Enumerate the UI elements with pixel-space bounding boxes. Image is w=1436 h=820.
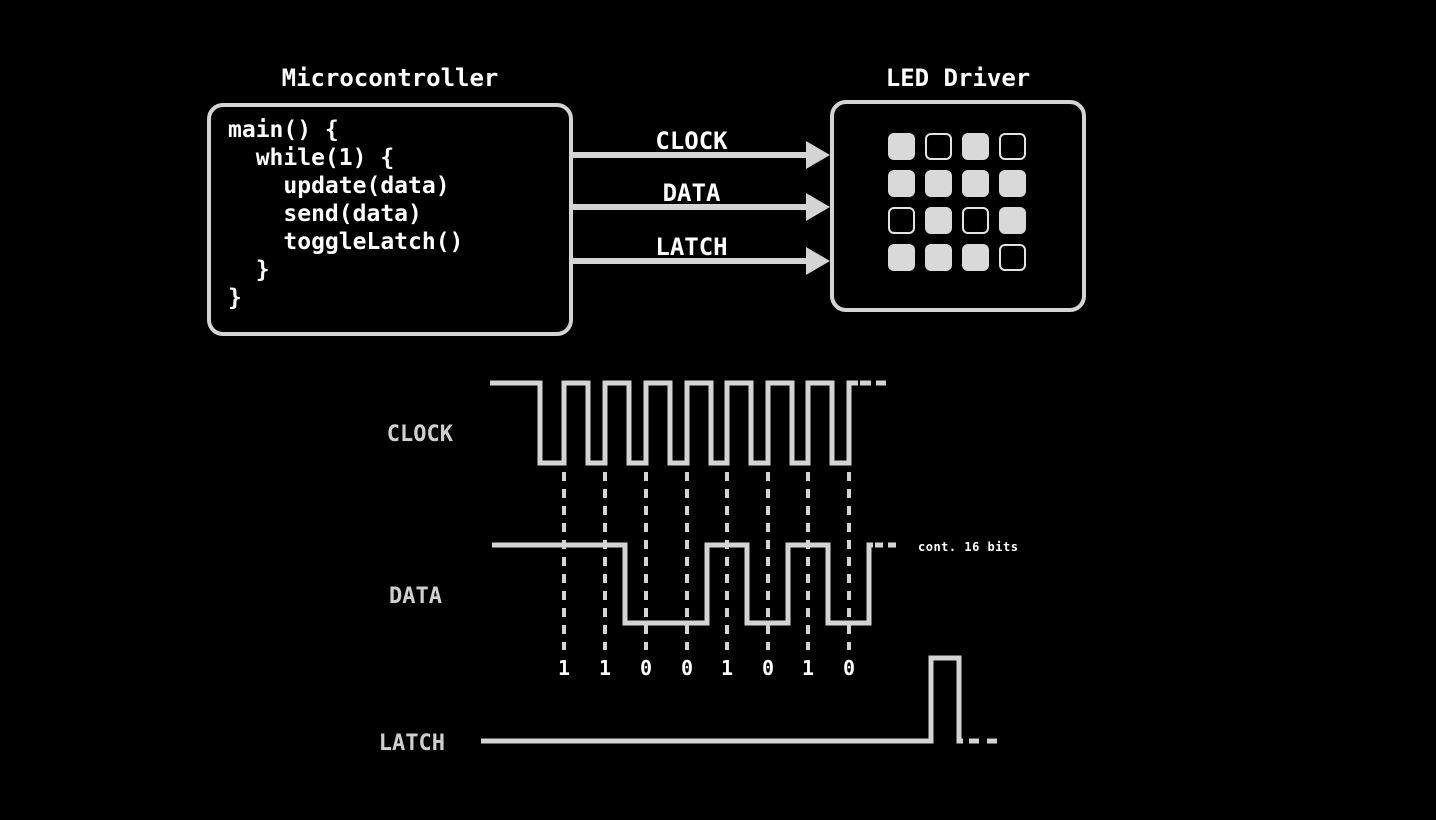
led-on [888,170,915,197]
led-on [999,207,1026,234]
bit-value-label: 0 [843,656,855,680]
led-on [962,133,989,160]
timing-data-label: DATA [389,584,442,609]
clock-arrow-shaft [573,152,810,158]
bit-value-label: 1 [721,656,733,680]
clock-arrow-head-icon [806,141,830,169]
clock-bus-label: CLOCK [655,127,728,155]
data-waveform [492,542,873,626]
data-arrow-head-icon [806,193,830,221]
led-off [999,133,1026,160]
led-on [888,244,915,271]
led-on [962,170,989,197]
led-off [888,207,915,234]
led-on [962,244,989,271]
led-driver-box [830,100,1086,312]
led-on [999,170,1026,197]
bit-value-label: 0 [762,656,774,680]
bit-value-label: 0 [640,656,652,680]
clock-waveform [490,380,858,466]
data-arrow-shaft [573,204,810,210]
led-off [925,133,952,160]
bit-value-label: 1 [599,656,611,680]
microcontroller-box [207,103,573,336]
led-grid [888,133,1026,271]
microcontroller-code: main() { while(1) { update(data) send(da… [228,117,464,311]
latch-arrow-head-icon [806,247,830,275]
bit-value-label: 1 [558,656,570,680]
led-off [962,207,989,234]
timing-latch-label: LATCH [378,731,445,756]
timing-clock-label: CLOCK [386,422,453,447]
latch-bus-label: LATCH [655,233,728,261]
microcontroller-title: Microcontroller [281,64,499,92]
latch-waveform [481,655,963,744]
continuation-note: cont. 16 bits [918,540,1019,554]
bit-value-label: 0 [681,656,693,680]
led-on [925,207,952,234]
data-bus-label: DATA [662,179,721,207]
led-off [999,244,1026,271]
led-on [925,244,952,271]
led-driver-title: LED Driver [885,64,1031,92]
bit-value-label: 1 [802,656,814,680]
led-on [888,133,915,160]
latch-arrow-shaft [573,258,810,264]
led-on [925,170,952,197]
